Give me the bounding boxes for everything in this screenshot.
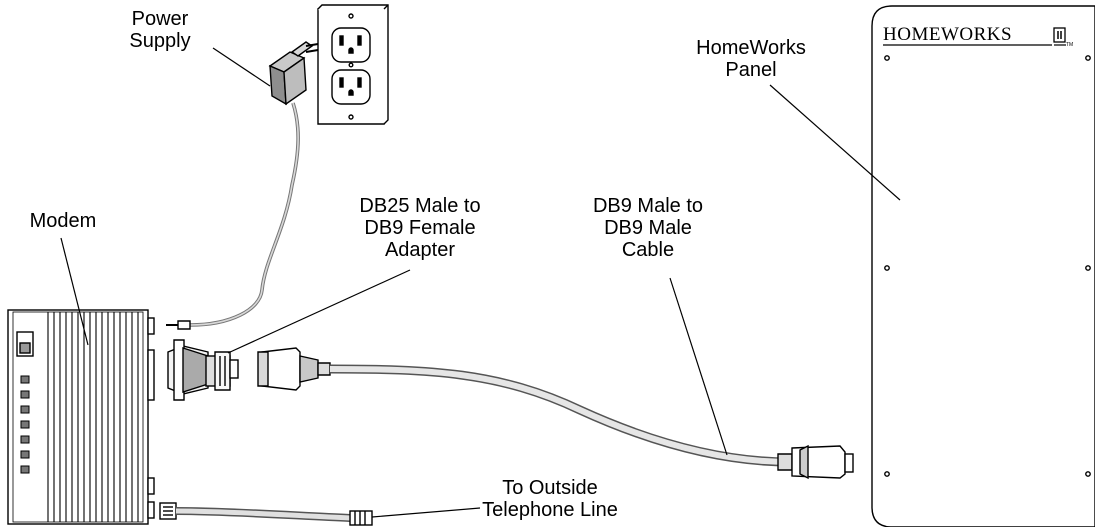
callout-lines — [60, 47, 901, 518]
homeworks-panel-label-line-2: Panel — [725, 59, 777, 81]
wall-outlet — [317, 4, 389, 125]
cable-label-line-2: DB9 Male — [604, 217, 692, 239]
modem — [7, 309, 155, 525]
db25-db9-adapter — [167, 339, 239, 401]
panel-brand: HOMEWORKS — [883, 24, 1012, 45]
power-supply — [268, 41, 319, 106]
telephone-line-label: To Outside Telephone Line — [470, 477, 630, 521]
db9-cable — [257, 347, 854, 480]
adapter-label-line-1: DB25 Male to — [359, 195, 481, 217]
panel-mounting-holes — [884, 55, 1091, 477]
power-supply-label: Power Supply — [105, 8, 215, 52]
homeworks-panel: HOMEWORKS TM — [871, 5, 1095, 527]
cable-label: DB9 Male to DB9 Male Cable — [578, 195, 718, 261]
homeworks-panel-label: HomeWorks Panel — [681, 37, 821, 81]
power-cord — [189, 102, 300, 327]
homeworks-logo: HOMEWORKS TM — [883, 24, 1073, 48]
adapter-label-line-2: DB9 Female — [364, 217, 476, 239]
modem-label: Modem — [29, 210, 97, 232]
modem-indicator-lights — [20, 375, 30, 474]
power-supply-label-line-2: Supply — [129, 30, 191, 52]
adapter-label-line-3: Adapter — [384, 239, 456, 261]
power-supply-label-line-1: Power — [131, 8, 189, 30]
cable-label-line-1: DB9 Male to — [592, 195, 704, 217]
cable-label-line-3: Cable — [621, 239, 675, 261]
telephone-line-label-line-1: To Outside — [502, 477, 598, 499]
telephone-line-label-line-2: Telephone Line — [482, 499, 618, 521]
svg-text:TM: TM — [1066, 42, 1073, 48]
homeworks-panel-label-line-1: HomeWorks — [696, 37, 806, 59]
telephone-cable — [159, 502, 373, 526]
adapter-label: DB25 Male to DB9 Female Adapter — [350, 195, 490, 261]
